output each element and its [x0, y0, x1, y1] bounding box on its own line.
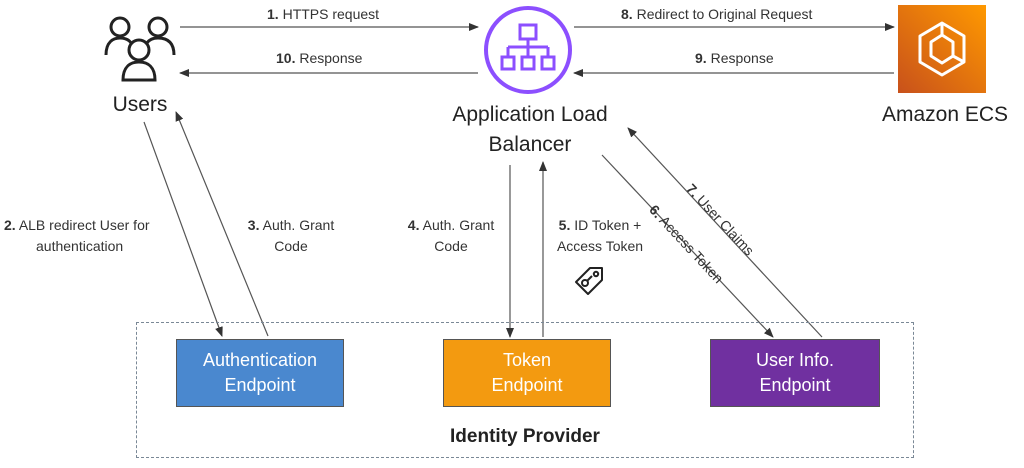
- alb-label: Application Load Balancer: [452, 103, 608, 156]
- user-info-endpoint-label: User Info. Endpoint: [755, 350, 835, 395]
- users-label: Users: [112, 93, 168, 116]
- arrow-alb-redirect-user: [143, 121, 223, 337]
- user-info-endpoint: User Info. Endpoint: [710, 339, 880, 407]
- step-5-label: 5. ID Token + Access Token: [556, 217, 644, 254]
- step-3-label: 3. Auth. Grant Code: [247, 217, 335, 254]
- token-endpoint-label: Token Endpoint: [491, 350, 563, 395]
- identity-provider-label: Identity Provider: [450, 426, 600, 447]
- step-1-label: 1. HTTPS request: [267, 6, 380, 22]
- step-9-label: 9. Response: [695, 50, 774, 66]
- token-tag-icon: [572, 264, 606, 298]
- arrow-auth-grant-code-to-users: [175, 111, 269, 337]
- arrow-user-claims: [627, 127, 823, 338]
- step-2-label: 2. ALB redirect User for authentication: [4, 217, 150, 254]
- ecs-icon: [898, 5, 986, 93]
- token-endpoint: Token Endpoint: [443, 339, 611, 407]
- users-icon: [103, 10, 177, 82]
- ecs-label: Amazon ECS: [881, 103, 1009, 126]
- step-4-label: 4. Auth. Grant Code: [407, 217, 495, 254]
- step-10-label: 10. Response: [276, 50, 363, 66]
- authentication-endpoint: Authentication Endpoint: [176, 339, 344, 407]
- authentication-endpoint-label: Authentication Endpoint: [202, 350, 318, 395]
- arrow-access-token: [601, 154, 774, 338]
- identity-provider-frame: [136, 322, 914, 458]
- step-8-label: 8. Redirect to Original Request: [621, 6, 813, 22]
- load-balancer-icon: [483, 5, 573, 95]
